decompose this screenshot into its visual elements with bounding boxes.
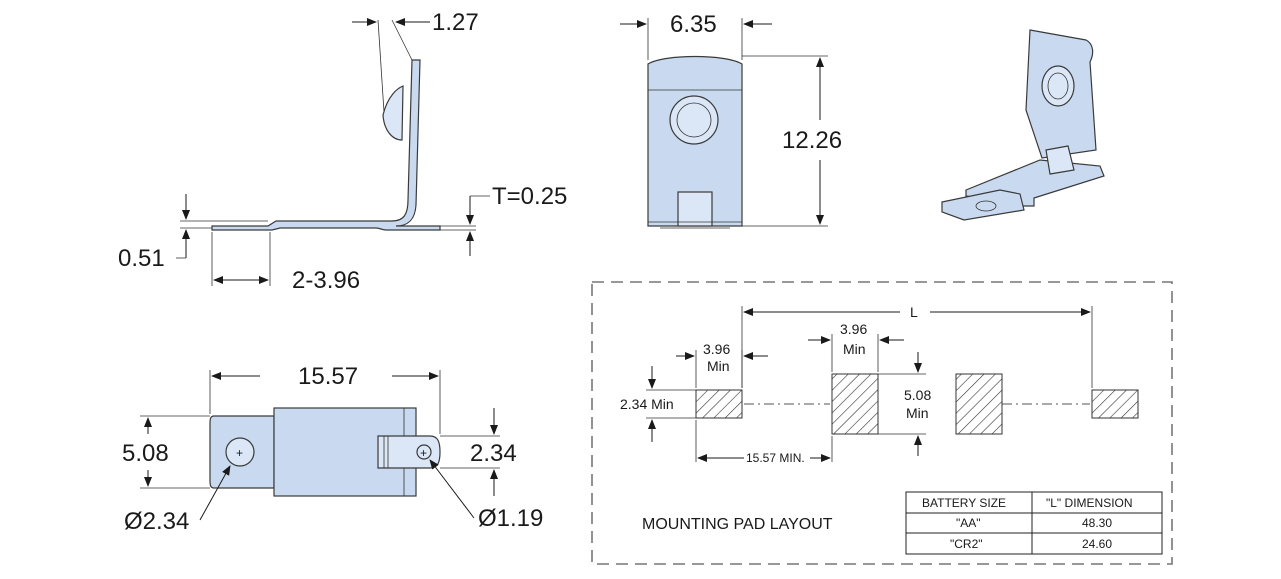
table-cell-cr2-l: 24.60	[1082, 537, 1112, 551]
dim-hole-large: Ø2.34	[124, 508, 189, 535]
dim-dimple-height: 0.51	[118, 245, 165, 272]
dim-front-height: 12.26	[782, 127, 842, 154]
dim-pad2-width: 3.96	[840, 321, 867, 337]
iso-tab	[941, 189, 1025, 221]
dim-pad1-width: 3.96	[703, 341, 730, 357]
pad-2	[831, 373, 879, 435]
table-cell-cr2: "CR2"	[950, 537, 983, 551]
dim-top-width: 1.27	[432, 9, 479, 36]
isometric-view	[941, 29, 1105, 221]
dim-pad2-width-min: Min	[843, 341, 866, 357]
table-header-l-dimension: "L" DIMENSION	[1046, 496, 1133, 510]
dim-bottom-width: 5.08	[122, 440, 169, 467]
dim-pad-tall-min: Min	[906, 405, 929, 421]
pad-layout-frame	[591, 281, 1173, 565]
svg-text:+: +	[236, 446, 243, 460]
pad-3	[955, 373, 1003, 435]
dim-min-spacing: 15.57 MIN.	[746, 451, 805, 465]
dim-span-L: L	[910, 304, 918, 320]
dim-pad1-width-min: Min	[707, 358, 730, 374]
dim-pad-length: 2-3.96	[292, 267, 360, 294]
front-view: 6.35 12.26	[620, 11, 842, 229]
table-header-battery-size: BATTERY SIZE	[922, 496, 1006, 510]
pad-1	[695, 389, 743, 419]
dim-pad-tall: 5.08	[904, 387, 931, 403]
table-cell-aa: "AA"	[956, 516, 981, 530]
dim-front-width: 6.35	[670, 11, 717, 38]
dim-hole-small: Ø1.19	[478, 505, 543, 532]
pad-layout-panel: L 3.96 Min 3.96 Min 2.34 Min 5.08 Min	[591, 281, 1173, 565]
dim-thickness: T=0.25	[492, 183, 567, 210]
svg-text:+: +	[420, 446, 427, 460]
pad-layout-caption: MOUNTING PAD LAYOUT	[642, 516, 833, 533]
table-cell-aa-l: 48.30	[1082, 516, 1112, 530]
pad-4	[1091, 389, 1139, 419]
side-base-strip	[211, 59, 441, 231]
dim-pad-height: 2.34 Min	[620, 396, 674, 412]
battery-table: BATTERY SIZE "L" DIMENSION "AA" 48.30 "C…	[905, 491, 1163, 555]
bottom-view: + + 15.57 5.08 2.34 Ø2.34 Ø1.19	[122, 363, 543, 535]
side-view: 1.27 T=0.25 0.51 2-3.96	[118, 9, 567, 294]
side-dimple	[382, 85, 404, 141]
dim-overall-length: 15.57	[298, 363, 358, 390]
dim-tab-width: 2.34	[470, 440, 517, 467]
